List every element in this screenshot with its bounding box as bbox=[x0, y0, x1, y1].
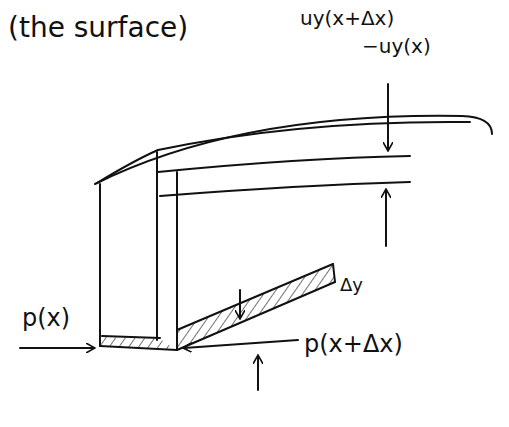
pressure-label: p(x) bbox=[22, 306, 70, 330]
surface-label: (the surface) bbox=[8, 14, 188, 42]
pressure-label: p(x+Δx) bbox=[304, 332, 403, 356]
velocity-label: −uy(x) bbox=[362, 36, 431, 56]
velocity-label: uy(x+Δx) bbox=[300, 8, 394, 28]
thickness-label: Δy bbox=[340, 276, 363, 294]
